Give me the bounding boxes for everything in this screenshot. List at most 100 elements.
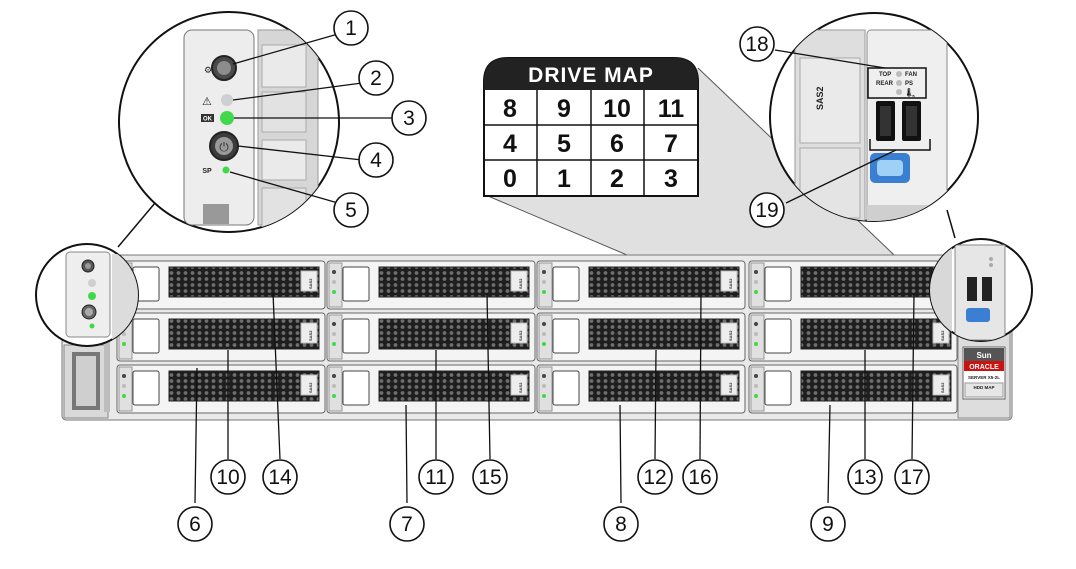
locator-icon: ⚙ [204, 65, 212, 75]
drive-bay[interactable]: SAS2 [116, 260, 326, 310]
drive-bay[interactable]: SAS2 [748, 312, 958, 362]
callout-16: 16 [682, 459, 718, 495]
drive-tray-label: SAS2 [728, 382, 733, 393]
drive-release-latch[interactable] [132, 370, 160, 406]
drive-bay[interactable]: SAS2 [536, 364, 746, 414]
drive-release-latch[interactable] [764, 266, 792, 302]
callout-5: 5 [333, 192, 369, 228]
drive-map-cell: 6 [610, 130, 624, 158]
power-button[interactable]: ⏻ [209, 131, 239, 161]
drive-vent-grille [588, 370, 740, 402]
drive-bay[interactable]: SAS2 [536, 260, 746, 310]
drive-vent-grille [800, 318, 952, 350]
front-usb-panel [929, 238, 1033, 342]
oracle-brand-text: ORACLE [969, 364, 999, 371]
ps-label: PS [905, 81, 913, 87]
callout-8: 8 [603, 506, 639, 542]
led-panel-magnified: ⚙ ⚠ OK ⏻ SP [117, 11, 340, 248]
drive-release-latch[interactable] [552, 318, 580, 354]
drive-tray-label: SAS2 [308, 382, 313, 393]
drive-vent-grille [378, 370, 530, 402]
drive-vent-grille [168, 370, 320, 402]
drive-bay[interactable]: SAS2 [326, 364, 536, 414]
usb-icon: ⌁ [911, 93, 915, 100]
callout-9: 9 [810, 506, 846, 542]
sp-label: SP [202, 168, 212, 175]
drive-map-title: DRIVE MAP [528, 64, 654, 87]
callout-7: 7 [389, 506, 425, 542]
drive-bay[interactable]: SAS2 [748, 260, 958, 310]
callout-number: 3 [403, 107, 415, 130]
drive-tray-label: SAS2 [518, 278, 523, 289]
drive-bay[interactable]: SAS2 [116, 312, 326, 362]
top-label: TOP [879, 72, 891, 78]
drive-release-latch[interactable] [132, 318, 160, 354]
callout-10: 10 [210, 459, 246, 495]
usb-port-1[interactable] [876, 101, 895, 141]
drive-bay[interactable]: SAS2 [326, 312, 536, 362]
drive-map-cell: 7 [664, 130, 678, 158]
sun-oracle-badge: Sun ORACLE SERVER X5-2L HDD MAP [962, 346, 1006, 400]
service-required-led [221, 94, 233, 106]
drive-map-cell: 8 [503, 95, 517, 123]
qr-code-label [203, 204, 229, 224]
server-model-text: SERVER X5-2L [968, 375, 1000, 380]
callout-4: 4 [358, 142, 394, 178]
callout-11: 11 [418, 459, 454, 495]
callout-number: 12 [643, 466, 666, 489]
usb-panel-magnified: SAS2 TOP FAN REAR PS 🌡 ⌁ [769, 12, 979, 239]
callout-12: 12 [637, 459, 673, 495]
callout-number: 17 [900, 466, 923, 489]
drive-bay[interactable]: SAS2 [536, 312, 746, 362]
drive-tray-label: SAS2 [940, 330, 945, 341]
sun-brand-text: Sun [976, 351, 991, 360]
callout-number: 7 [401, 513, 413, 536]
drive-vent-grille [378, 266, 530, 298]
drive-vent-grille [588, 266, 740, 298]
callout-number: 19 [755, 199, 778, 222]
callout-number: 5 [345, 199, 357, 222]
callout-2: 2 [358, 60, 394, 96]
drive-map-cell: 2 [610, 165, 624, 193]
callout-number: 16 [688, 466, 711, 489]
drive-release-latch[interactable] [342, 266, 370, 302]
drive-vent-grille [378, 318, 530, 350]
callout-number: 1 [345, 17, 357, 40]
callout-1: 1 [333, 10, 369, 46]
callout-number: 13 [853, 466, 876, 489]
locator-button[interactable] [211, 55, 237, 81]
leader-lines [194, 33, 915, 504]
drive-vent-grille [800, 370, 952, 402]
drive-release-latch[interactable] [764, 318, 792, 354]
drive-bay[interactable]: SAS2 [326, 260, 536, 310]
drive-tray-label: SAS2 [308, 330, 313, 341]
drive-release-latch[interactable] [552, 266, 580, 302]
drive-map-cell: 4 [503, 130, 517, 158]
callout-number: 10 [216, 466, 239, 489]
drive-bay[interactable]: SAS2 [748, 364, 958, 414]
drive-tray-label: SAS2 [728, 278, 733, 289]
drive-vent-grille [168, 318, 320, 350]
warning-icon: ⚠ [202, 96, 212, 108]
drive-map-cell: 1 [557, 165, 571, 193]
drive-release-latch[interactable] [342, 318, 370, 354]
power-ok-led [220, 111, 234, 125]
drive-bay[interactable]: SAS2 [116, 364, 326, 414]
drive-tray-label: SAS2 [308, 278, 313, 289]
callout-3: 3 [391, 100, 427, 136]
ok-label: OK [203, 117, 213, 123]
drive-release-latch[interactable] [342, 370, 370, 406]
drive-tray-label: SAS2 [940, 382, 945, 393]
drive-map-cell: 11 [658, 95, 685, 123]
callout-number: 6 [189, 513, 201, 536]
callout-number: 4 [370, 149, 382, 172]
drive-release-latch[interactable] [764, 370, 792, 406]
usb-port-2[interactable] [902, 101, 921, 141]
drive-map-cell: 5 [557, 130, 571, 158]
callout-6: 6 [177, 506, 213, 542]
hdd-map-label: HDD MAP [974, 385, 995, 390]
drive-release-latch[interactable] [552, 370, 580, 406]
